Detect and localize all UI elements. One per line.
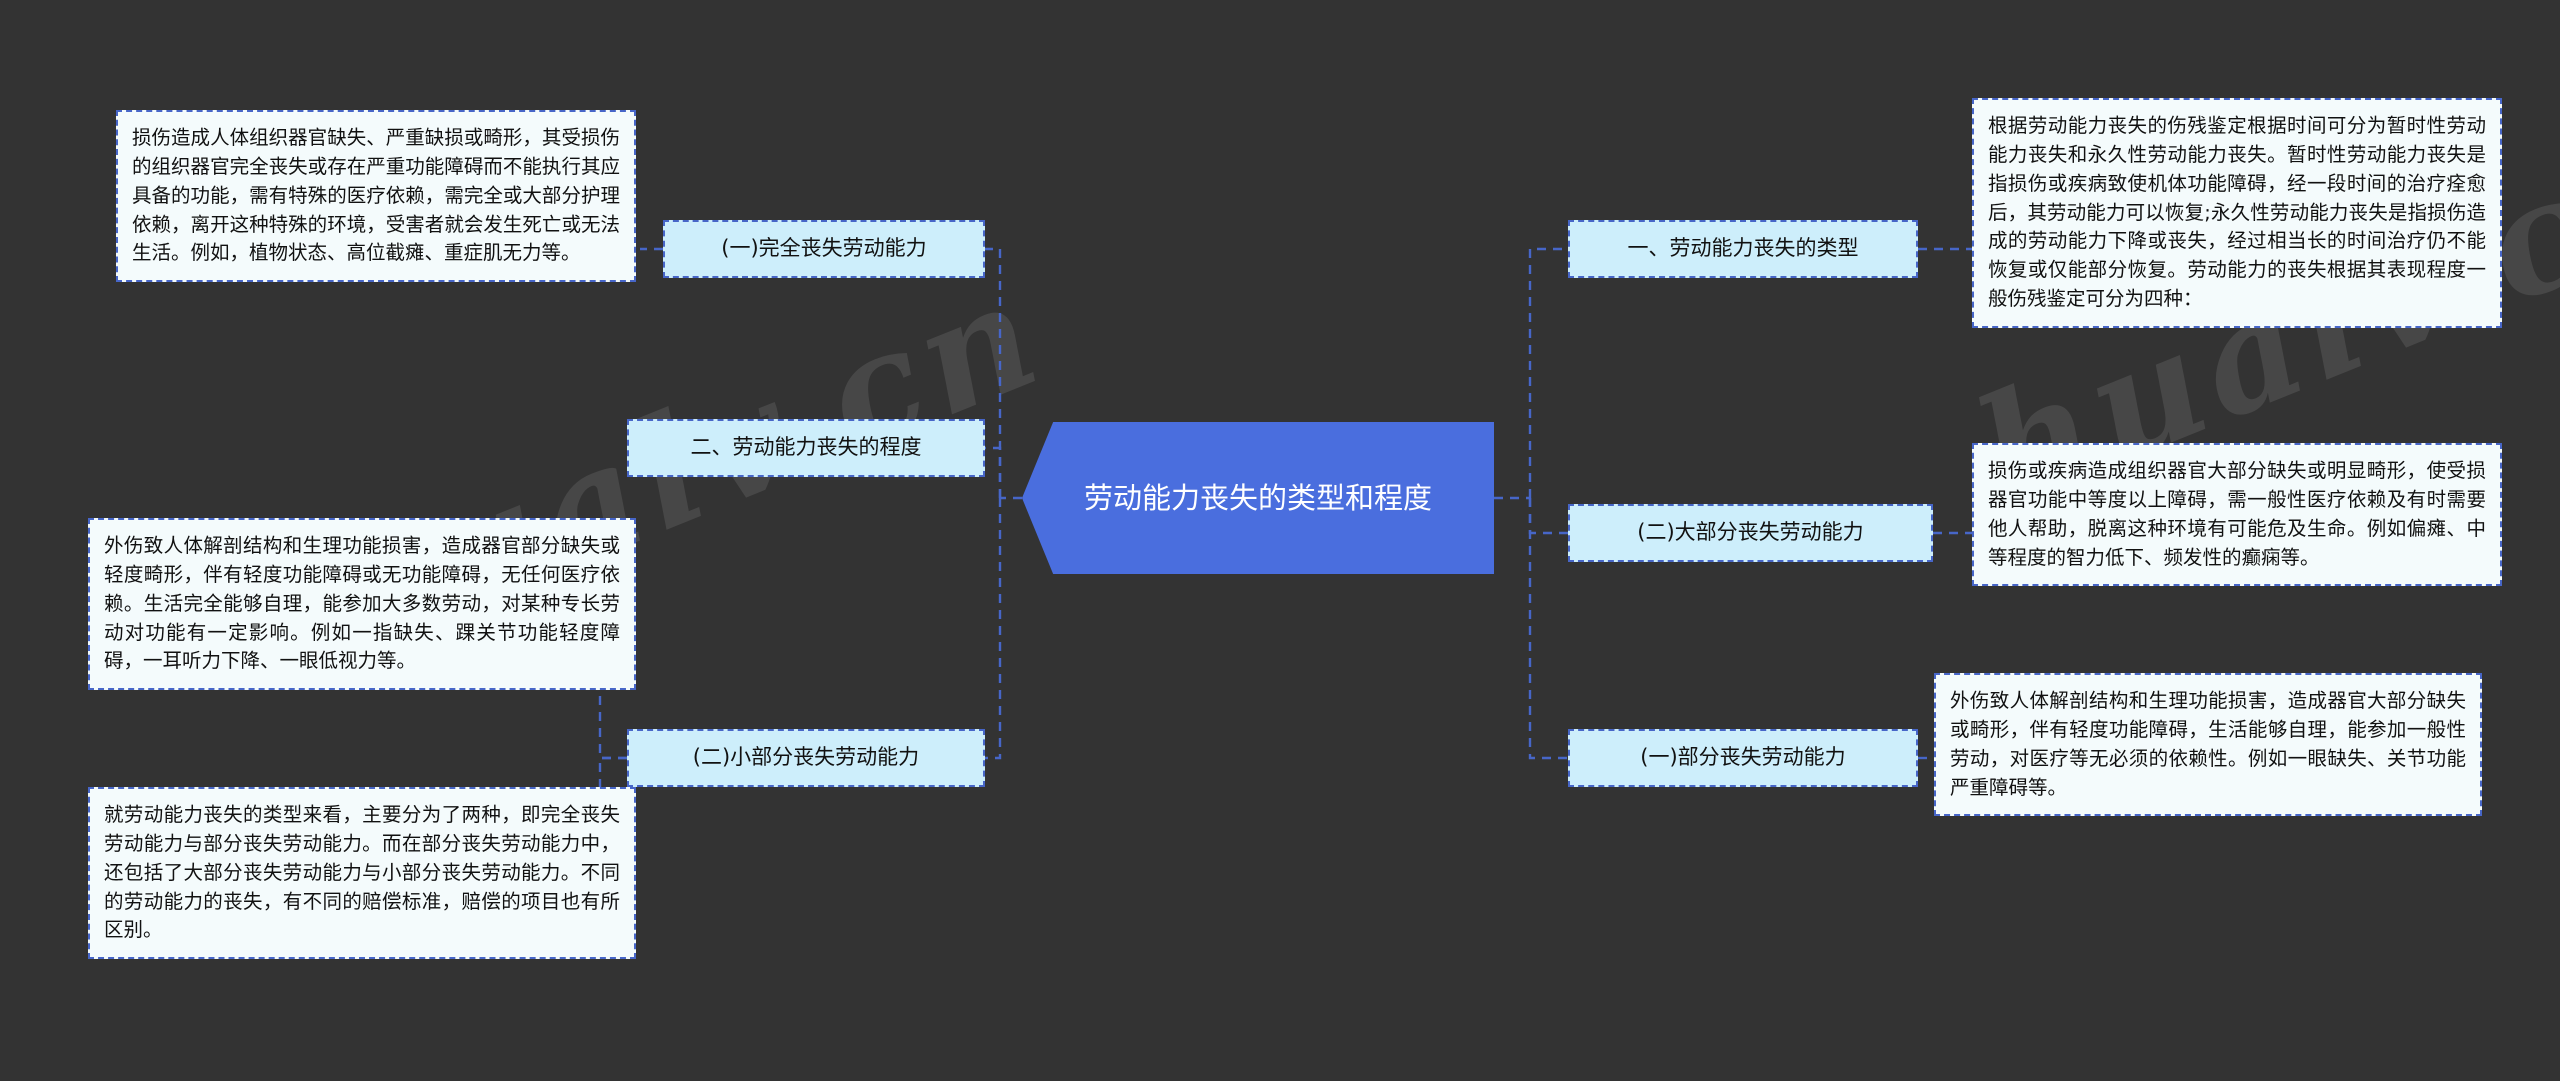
branch-degree-of-loss[interactable]: 二、劳动能力丧失的程度 (627, 419, 985, 477)
branch-partial-loss[interactable]: (一)部分丧失劳动能力 (1568, 729, 1918, 787)
center-root-node[interactable]: 劳动能力丧失的类型和程度 (1022, 422, 1494, 574)
leaf-partial-loss-detail: 外伤致人体解剖结构和生理功能损害，造成器官大部分缺失或畸形，伴有轻度功能障碍，生… (1934, 673, 2482, 817)
leaf-types-detail: 根据劳动能力丧失的伤残鉴定根据时间可分为暂时性劳动能力丧失和永久性劳动能力丧失。… (1972, 98, 2502, 329)
leaf-minor-loss-detail: 外伤致人体解剖结构和生理功能损害，造成器官部分缺失或轻度畸形，伴有轻度功能障碍或… (88, 518, 636, 691)
branch-types-of-loss[interactable]: 一、劳动能力丧失的类型 (1568, 220, 1918, 278)
center-root-label: 劳动能力丧失的类型和程度 (1083, 480, 1432, 515)
branch-minor-loss[interactable]: (二)小部分丧失劳动能力 (627, 729, 985, 787)
leaf-complete-loss-detail: 损伤造成人体组织器官缺失、严重缺损或畸形，其受损伤的组织器官完全丧失或存在严重功… (116, 110, 636, 283)
leaf-major-loss-detail: 损伤或疾病造成组织器官大部分缺失或明显畸形，使受损器官功能中等度以上障碍，需一般… (1972, 443, 2502, 587)
branch-major-loss[interactable]: (二)大部分丧失劳动能力 (1568, 504, 1933, 562)
branch-complete-loss[interactable]: (一)完全丧失劳动能力 (663, 220, 985, 278)
leaf-types-summary: 就劳动能力丧失的类型来看，主要分为了两种，即完全丧失劳动能力与部分丧失劳动能力。… (88, 787, 636, 960)
